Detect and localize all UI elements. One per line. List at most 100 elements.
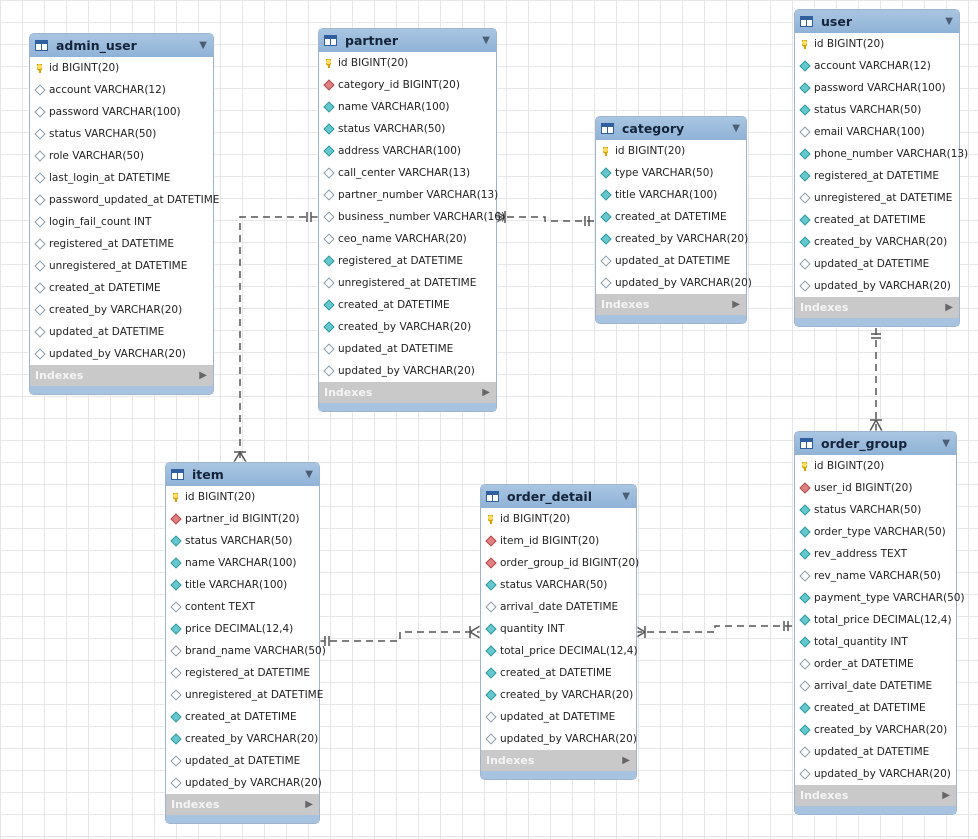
table-header[interactable]: item ▼	[166, 463, 319, 486]
column-row[interactable]: created_at DATETIME	[30, 277, 213, 299]
table-header[interactable]: partner ▼	[319, 29, 496, 52]
column-row[interactable]: total_price DECIMAL(12,4)	[481, 640, 638, 662]
column-row[interactable]: unregistered_at DATETIME	[166, 684, 323, 706]
expand-arrow-icon[interactable]: ▶	[482, 387, 490, 398]
table-item[interactable]: item ▼ id BIGINT(20)partner_id BIGINT(20…	[165, 462, 326, 824]
indexes-section[interactable]: Indexes ▶	[319, 382, 496, 403]
column-row[interactable]: updated_at DATETIME	[795, 253, 959, 275]
column-row[interactable]: updated_by VARCHAR(20)	[596, 272, 752, 294]
column-row[interactable]: account VARCHAR(12)	[795, 55, 959, 77]
column-row[interactable]: rev_name VARCHAR(50)	[795, 565, 956, 587]
table-header[interactable]: order_group ▼	[795, 432, 956, 455]
column-row[interactable]: id BIGINT(20)	[319, 52, 496, 74]
column-row[interactable]: ceo_name VARCHAR(20)	[319, 228, 496, 250]
dropdown-arrow-icon[interactable]: ▼	[482, 35, 490, 46]
column-row[interactable]: total_quantity INT	[795, 631, 956, 653]
column-row[interactable]: password_updated_at DATETIME	[30, 189, 219, 211]
dropdown-arrow-icon[interactable]: ▼	[622, 491, 630, 502]
column-row[interactable]: partner_id BIGINT(20)	[166, 508, 319, 530]
table-order-group[interactable]: order_group ▼ id BIGINT(20)user_id BIGIN…	[794, 431, 965, 815]
column-row[interactable]: unregistered_at DATETIME	[795, 187, 959, 209]
column-row[interactable]: status VARCHAR(50)	[166, 530, 319, 552]
column-row[interactable]: created_at DATETIME	[795, 697, 956, 719]
table-category[interactable]: category ▼ id BIGINT(20)type VARCHAR(50)…	[595, 116, 752, 324]
dropdown-arrow-icon[interactable]: ▼	[942, 438, 950, 449]
column-row[interactable]: order_type VARCHAR(50)	[795, 521, 956, 543]
column-row[interactable]: updated_at DATETIME	[596, 250, 746, 272]
column-row[interactable]: updated_at DATETIME	[795, 741, 956, 763]
column-row[interactable]: status VARCHAR(50)	[481, 574, 636, 596]
column-row[interactable]: order_at DATETIME	[795, 653, 956, 675]
indexes-section[interactable]: Indexes ▶	[795, 785, 956, 806]
indexes-section[interactable]: Indexes ▶	[166, 794, 319, 815]
column-row[interactable]: user_id BIGINT(20)	[795, 477, 956, 499]
expand-arrow-icon[interactable]: ▶	[305, 799, 313, 810]
column-row[interactable]: id BIGINT(20)	[30, 57, 213, 79]
column-row[interactable]: updated_at DATETIME	[319, 338, 496, 360]
column-row[interactable]: updated_by VARCHAR(20)	[795, 275, 959, 297]
column-row[interactable]: created_at DATETIME	[795, 209, 959, 231]
dropdown-arrow-icon[interactable]: ▼	[732, 123, 740, 134]
column-row[interactable]: registered_at DATETIME	[319, 250, 496, 272]
column-row[interactable]: registered_at DATETIME	[795, 165, 959, 187]
column-row[interactable]: updated_by VARCHAR(20)	[319, 360, 496, 382]
table-order-detail[interactable]: order_detail ▼ id BIGINT(20)item_id BIGI…	[480, 484, 639, 780]
column-row[interactable]: id BIGINT(20)	[795, 455, 956, 477]
column-row[interactable]: id BIGINT(20)	[481, 508, 636, 530]
indexes-section[interactable]: Indexes ▶	[596, 294, 746, 315]
column-row[interactable]: content TEXT	[166, 596, 319, 618]
column-row[interactable]: price DECIMAL(12,4)	[166, 618, 319, 640]
column-row[interactable]: login_fail_count INT	[30, 211, 213, 233]
column-row[interactable]: created_at DATETIME	[166, 706, 319, 728]
column-row[interactable]: updated_by VARCHAR(20)	[30, 343, 213, 365]
table-header[interactable]: category ▼	[596, 117, 746, 140]
column-row[interactable]: account VARCHAR(12)	[30, 79, 213, 101]
column-row[interactable]: updated_at DATETIME	[481, 706, 636, 728]
column-row[interactable]: order_group_id BIGINT(20)	[481, 552, 639, 574]
column-row[interactable]: unregistered_at DATETIME	[30, 255, 213, 277]
column-row[interactable]: total_price DECIMAL(12,4)	[795, 609, 956, 631]
column-row[interactable]: quantity INT	[481, 618, 636, 640]
column-row[interactable]: last_login_at DATETIME	[30, 167, 213, 189]
column-row[interactable]: updated_at DATETIME	[166, 750, 319, 772]
expand-arrow-icon[interactable]: ▶	[945, 302, 953, 313]
table-header[interactable]: order_detail ▼	[481, 485, 636, 508]
column-row[interactable]: title VARCHAR(100)	[596, 184, 746, 206]
column-row[interactable]: status VARCHAR(50)	[30, 123, 213, 145]
column-row[interactable]: created_at DATETIME	[319, 294, 496, 316]
expand-arrow-icon[interactable]: ▶	[942, 790, 950, 801]
table-user[interactable]: user ▼ id BIGINT(20)account VARCHAR(12)p…	[794, 9, 968, 327]
column-row[interactable]: created_by VARCHAR(20)	[481, 684, 636, 706]
column-row[interactable]: status VARCHAR(50)	[795, 99, 959, 121]
column-row[interactable]: arrival_date DATETIME	[795, 675, 956, 697]
column-row[interactable]: updated_by VARCHAR(20)	[481, 728, 637, 750]
table-header[interactable]: admin_user ▼	[30, 34, 213, 57]
expand-arrow-icon[interactable]: ▶	[622, 755, 630, 766]
column-row[interactable]: email VARCHAR(100)	[795, 121, 959, 143]
column-row[interactable]: status VARCHAR(50)	[795, 499, 956, 521]
indexes-section[interactable]: Indexes ▶	[30, 365, 213, 386]
column-row[interactable]: business_number VARCHAR(16)	[319, 206, 505, 228]
column-row[interactable]: type VARCHAR(50)	[596, 162, 746, 184]
column-row[interactable]: payment_type VARCHAR(50)	[795, 587, 965, 609]
column-row[interactable]: created_by VARCHAR(20)	[30, 299, 213, 321]
column-row[interactable]: id BIGINT(20)	[166, 486, 319, 508]
column-row[interactable]: password VARCHAR(100)	[795, 77, 959, 99]
column-row[interactable]: partner_number VARCHAR(13)	[319, 184, 498, 206]
column-row[interactable]: rev_address TEXT	[795, 543, 956, 565]
column-row[interactable]: updated_by VARCHAR(20)	[795, 763, 956, 785]
column-row[interactable]: phone_number VARCHAR(13)	[795, 143, 968, 165]
column-row[interactable]: address VARCHAR(100)	[319, 140, 496, 162]
column-row[interactable]: brand_name VARCHAR(50)	[166, 640, 326, 662]
column-row[interactable]: id BIGINT(20)	[596, 140, 746, 162]
expand-arrow-icon[interactable]: ▶	[199, 370, 207, 381]
table-partner[interactable]: partner ▼ id BIGINT(20)category_id BIGIN…	[318, 28, 505, 412]
column-row[interactable]: registered_at DATETIME	[166, 662, 319, 684]
column-row[interactable]: item_id BIGINT(20)	[481, 530, 636, 552]
column-row[interactable]: status VARCHAR(50)	[319, 118, 496, 140]
column-row[interactable]: role VARCHAR(50)	[30, 145, 213, 167]
column-row[interactable]: created_by VARCHAR(20)	[795, 719, 956, 741]
column-row[interactable]: updated_by VARCHAR(20)	[166, 772, 322, 794]
column-row[interactable]: created_by VARCHAR(20)	[166, 728, 319, 750]
column-row[interactable]: id BIGINT(20)	[795, 33, 959, 55]
